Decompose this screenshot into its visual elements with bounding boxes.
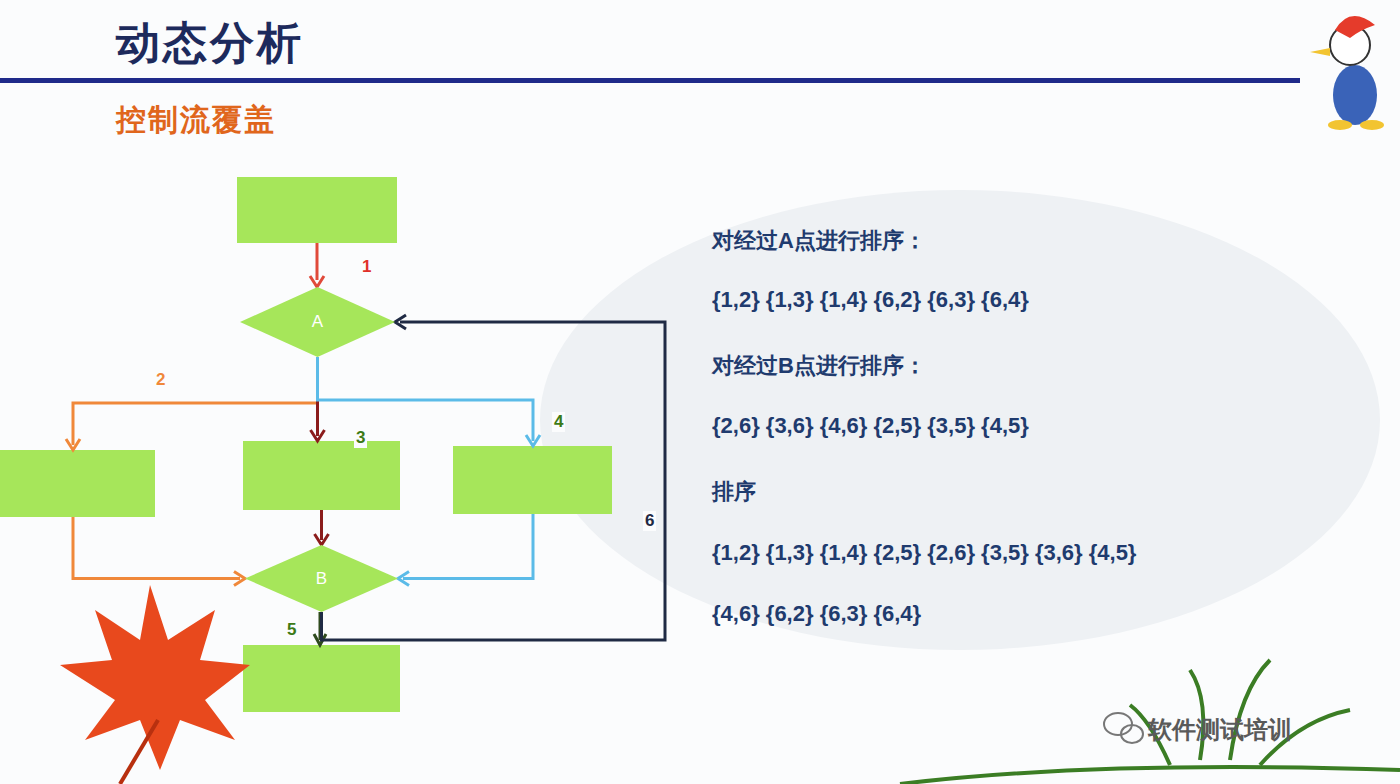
maple-leaf bbox=[60, 585, 250, 784]
edge-number: 3 bbox=[354, 428, 367, 448]
slide-title: 动态分析 bbox=[116, 14, 304, 73]
coverage-pairs: {2,6} {3,6} {4,6} {2,5} {3,5} {4,5} bbox=[712, 413, 1029, 439]
callout-number: 1 bbox=[362, 257, 371, 277]
slide-subtitle: 控制流覆盖 bbox=[116, 100, 276, 141]
title-rule bbox=[0, 78, 1300, 83]
flow-arrow bbox=[310, 243, 324, 287]
note-text: 排序 bbox=[712, 477, 756, 507]
coverage-pairs: {1,2} {1,3} {1,4} {2,5} {2,6} {3,5} {3,6… bbox=[712, 540, 1136, 566]
edge-number: 6 bbox=[643, 511, 656, 531]
watermark: 软件测试培训 bbox=[1148, 714, 1292, 746]
node-label: A bbox=[312, 312, 323, 332]
edge-number: 4 bbox=[552, 412, 565, 432]
woodpecker-mascot bbox=[1310, 16, 1384, 130]
callout-number: 5 bbox=[287, 620, 296, 640]
grass bbox=[900, 660, 1400, 784]
coverage-pairs: {1,2} {1,3} {1,4} {6,2} {6,3} {6,4} bbox=[712, 287, 1029, 313]
process-box bbox=[243, 441, 400, 510]
wechat-icon bbox=[1104, 713, 1143, 743]
flow-connector bbox=[318, 357, 541, 586]
process-box bbox=[453, 446, 612, 514]
process-box bbox=[0, 450, 155, 517]
flow-connector bbox=[322, 315, 666, 640]
flow-connector bbox=[66, 357, 318, 586]
note-text: 对经过A点进行排序： bbox=[712, 226, 926, 256]
process-box bbox=[237, 177, 397, 243]
decision-diamond: A bbox=[240, 287, 395, 357]
coverage-pairs: {4,6} {6,2} {6,3} {6,4} bbox=[712, 601, 921, 627]
node-label: B bbox=[316, 569, 327, 589]
decision-diamond: B bbox=[245, 545, 398, 612]
process-box bbox=[243, 645, 400, 712]
edge-number: 2 bbox=[154, 370, 167, 390]
flow-connector bbox=[311, 357, 329, 545]
note-text: 对经过B点进行排序： bbox=[712, 351, 926, 381]
